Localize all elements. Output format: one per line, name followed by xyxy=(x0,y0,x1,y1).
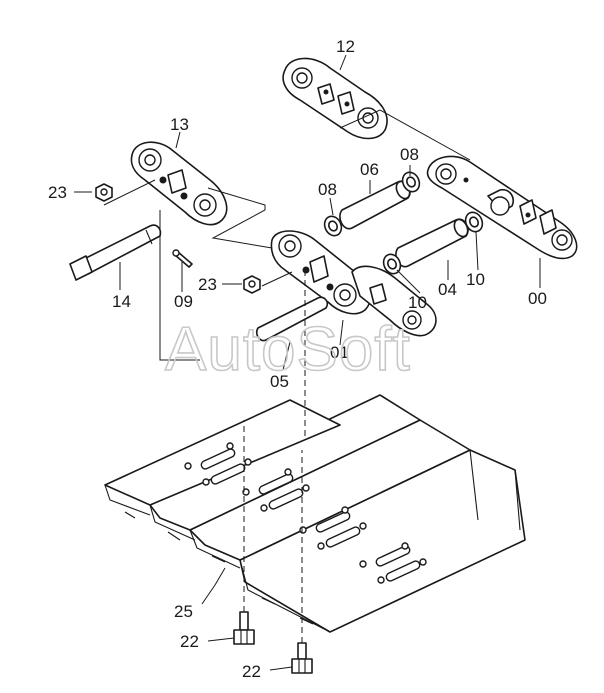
callout-01: 01 xyxy=(330,343,349,362)
callout-00: 00 xyxy=(528,289,547,308)
track-shoe-2 xyxy=(149,394,421,531)
link-assembly-01 xyxy=(270,230,437,337)
master-link-13 xyxy=(130,141,228,226)
cotter-pin-09 xyxy=(172,249,193,268)
callout-10a: 10 xyxy=(408,293,427,312)
master-pin-14 xyxy=(69,224,162,281)
callout-23a: 23 xyxy=(48,183,67,202)
shoe-bolt-1 xyxy=(233,611,255,645)
shoe-nut-23a xyxy=(95,183,113,202)
callout-10b: 10 xyxy=(466,270,485,289)
watermark: AutoSoft xyxy=(165,315,411,384)
callout-22a: 22 xyxy=(180,632,199,651)
callout-14: 14 xyxy=(112,292,131,311)
callout-22b: 22 xyxy=(242,662,261,681)
track-shoe-assembly xyxy=(104,394,526,633)
shoe-bolt-2 xyxy=(291,642,313,674)
master-link-12 xyxy=(282,57,388,140)
track-pin-05 xyxy=(255,296,329,342)
bushing-04 xyxy=(395,218,469,268)
callout-05: 05 xyxy=(270,372,289,391)
seal-08b xyxy=(401,171,421,193)
seal-10a xyxy=(382,253,402,275)
seal-08a xyxy=(323,215,343,237)
callout-08a: 08 xyxy=(318,180,337,199)
callout-12: 12 xyxy=(336,37,355,56)
bushing-06 xyxy=(339,180,411,230)
seal-10b xyxy=(464,211,484,233)
callout-23b: 23 xyxy=(198,275,217,294)
callout-08b: 08 xyxy=(400,145,419,164)
callout-06: 06 xyxy=(360,160,379,179)
callout-09: 09 xyxy=(174,292,193,311)
callout-25: 25 xyxy=(174,602,193,621)
callout-13: 13 xyxy=(170,115,189,134)
shoe-nut-23b xyxy=(243,275,261,294)
callout-04: 04 xyxy=(438,280,457,299)
link-assembly-00 xyxy=(426,155,578,260)
